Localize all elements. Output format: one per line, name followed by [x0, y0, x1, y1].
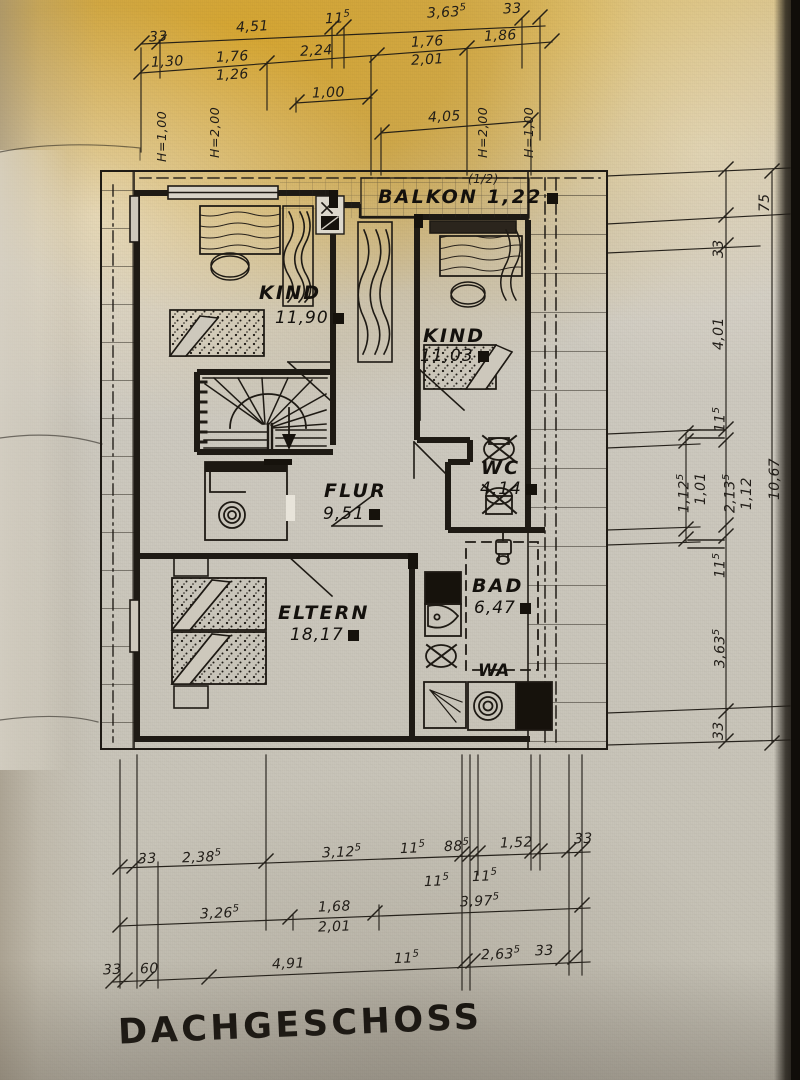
height-label-h200-left: H=2,00 — [207, 106, 222, 158]
dim-bottom-3265: 3,265 — [199, 903, 240, 923]
dim-top-115: 115 — [324, 8, 351, 28]
appliance-label-wa: WA — [478, 661, 510, 681]
area-unit-square — [477, 351, 489, 362]
dim-bottom-885: 885 — [443, 836, 470, 856]
dim-top-201: 2,01 — [410, 51, 445, 69]
room-label-balkon: BALKON 1,22 — [378, 188, 558, 207]
dim-top-405: 4,05 — [427, 108, 462, 126]
dim-right-75: 75 — [757, 193, 773, 212]
dim-top-3635: 3,635 — [426, 1, 467, 22]
dim-top-33-left: 33 — [148, 28, 169, 46]
balkon-factor-half: (1/2) — [468, 172, 499, 186]
dim-top-130: 1,30 — [150, 53, 185, 71]
dim-bottom-115-c: 115 — [471, 866, 498, 886]
dim-bottom-152: 1,52 — [499, 834, 534, 852]
room-area-kind-1: 11,90 — [275, 310, 344, 327]
room-label-flur: FLUR — [324, 480, 387, 502]
height-label-h100-left: H=1,00 — [154, 110, 169, 162]
room-label-kind-1: KIND — [259, 282, 322, 304]
photo-shadow-bottom — [0, 960, 800, 1080]
dim-top-451: 4,51 — [235, 18, 270, 36]
dim-bottom-201: 2,01 — [317, 918, 352, 936]
page-curl-highlight-left — [0, 150, 90, 770]
dim-bottom-115-b: 115 — [423, 871, 450, 891]
height-label-h100-right: H=1,00 — [521, 106, 536, 158]
dim-bottom-115-a: 115 — [399, 838, 426, 858]
dim-bottom-33-b: 33 — [573, 830, 593, 848]
dim-top-224: 2,24 — [299, 42, 334, 60]
dim-right-3635: 3,635 — [711, 628, 729, 668]
dim-top-176-a: 1,76 — [215, 48, 250, 66]
dim-right-33-bottom: 33 — [711, 721, 727, 740]
dim-top-33-right: 33 — [502, 0, 523, 18]
dim-top-100: 1,00 — [311, 84, 346, 102]
dim-bottom-2385: 2,385 — [181, 847, 222, 867]
dim-right-401: 4,01 — [711, 317, 727, 350]
room-label-bad: BAD — [472, 575, 524, 597]
room-label-kind-2: KIND — [423, 325, 486, 347]
room-label-eltern: ELTERN — [278, 602, 370, 624]
height-label-h200-right: H=2,00 — [475, 106, 490, 158]
dim-right-1125: 1,125 — [675, 473, 693, 513]
dim-bottom-3975: 3,975 — [459, 891, 500, 911]
dim-right-101: 1,01 — [693, 472, 709, 505]
dim-top-186: 1,86 — [483, 27, 518, 45]
dim-top-126: 1,26 — [215, 66, 250, 84]
dim-bottom-3125: 3,125 — [321, 842, 362, 862]
area-unit-square — [332, 313, 344, 324]
area-unit-square — [525, 484, 537, 495]
dim-bottom-168: 1,68 — [317, 898, 352, 916]
dim-right-115-bottom: 115 — [711, 552, 729, 578]
area-unit-square — [519, 603, 531, 614]
room-area-kind-2: 11,03 — [420, 348, 489, 365]
dim-right-2135: 2,135 — [721, 473, 739, 513]
dim-right-115-top: 115 — [711, 406, 729, 432]
room-area-wc: 4,14 — [480, 481, 537, 498]
room-area-flur: 9,51 — [323, 506, 380, 523]
area-unit-square — [546, 193, 558, 204]
area-unit-square — [368, 509, 380, 520]
dim-right-33-top: 33 — [711, 239, 727, 258]
dim-bottom-33-d: 33 — [534, 942, 554, 960]
dim-top-176-b: 1,76 — [410, 33, 445, 51]
room-area-eltern: 18,17 — [290, 627, 359, 644]
book-binding-edge — [791, 0, 800, 1080]
room-area-bad: 6,47 — [474, 600, 531, 617]
room-label-wc: WC — [481, 457, 521, 479]
page-curl-shadow-left — [0, 0, 96, 1080]
dim-right-112: 1,12 — [739, 477, 755, 510]
dim-bottom-33-a: 33 — [137, 850, 157, 868]
area-unit-square — [347, 630, 359, 641]
